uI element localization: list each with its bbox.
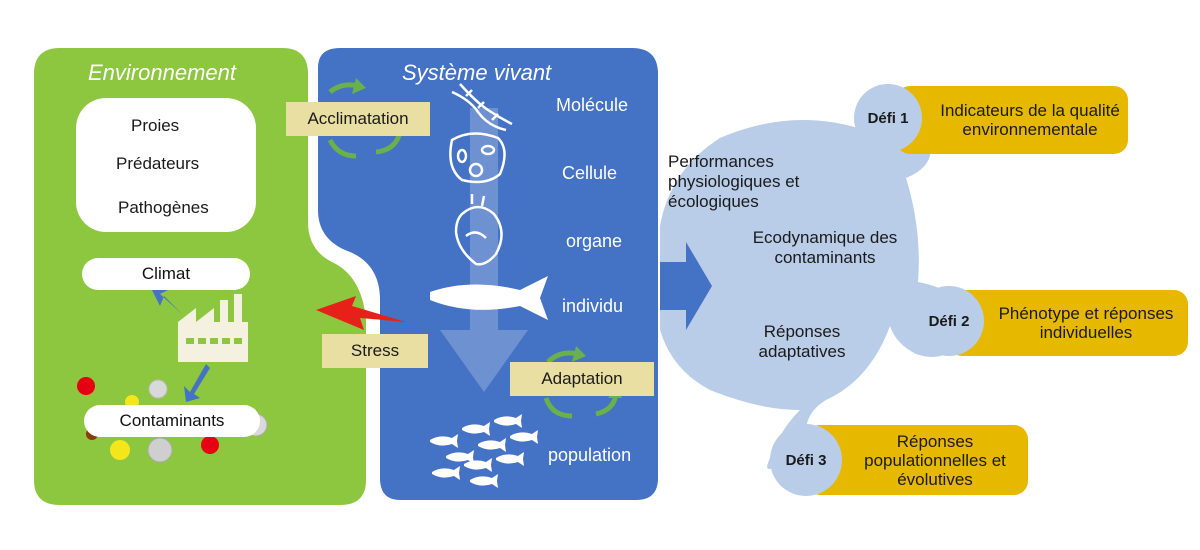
hub-reponses: Réponses adaptatives [758,322,846,361]
big-arrow [660,242,712,330]
fish-school-icon [430,414,538,488]
climat-pill: Climat [82,258,250,290]
biotic-item-predateurs: Prédateurs [116,154,200,173]
level-organe: organe [566,231,623,251]
stress-bolt-icon [316,296,406,330]
hub-performances: Performances physiologiques et écologiqu… [668,152,800,211]
living-system-title: Système vivant [402,60,552,85]
biotic-item-pathogenes: Pathogènes [118,198,209,217]
biotic-item-proies: Proies [131,116,180,135]
level-individu: individu [562,296,624,316]
stress-box: Stress [322,334,428,368]
hub-shape [660,108,966,469]
adaptation-box: Adaptation [510,362,654,396]
fish-icon [430,276,548,320]
defi-3-box: Réponses populationnelles et évolutives [806,425,1028,495]
cell-icon [449,132,506,184]
defi-1-box: Indicateurs de la qualité environnementa… [896,86,1128,154]
environment-title: Environnement [88,60,236,85]
defi-3-badge: Défi 3 [770,424,842,496]
contaminants-pill: Contaminants [84,405,260,437]
factory-arrows [152,290,210,402]
acclimatation-box: Acclimatation [286,102,430,136]
biotic-box: Proies Prédateurs Pathogènes [76,98,256,232]
dna-icon [451,83,513,132]
level-molecule: Molécule [556,95,629,115]
level-population: population [548,445,632,465]
defi-2-box: Phénotype et réponses individuelles [948,290,1188,356]
heart-icon [454,194,503,266]
hub-ecodynamique: Ecodynamique des contaminants [752,228,898,267]
level-cellule: Cellule [562,163,618,183]
defi-1-badge: Défi 1 [854,84,922,152]
scale-down-arrow [440,108,528,392]
defi-2-badge: Défi 2 [914,286,984,356]
